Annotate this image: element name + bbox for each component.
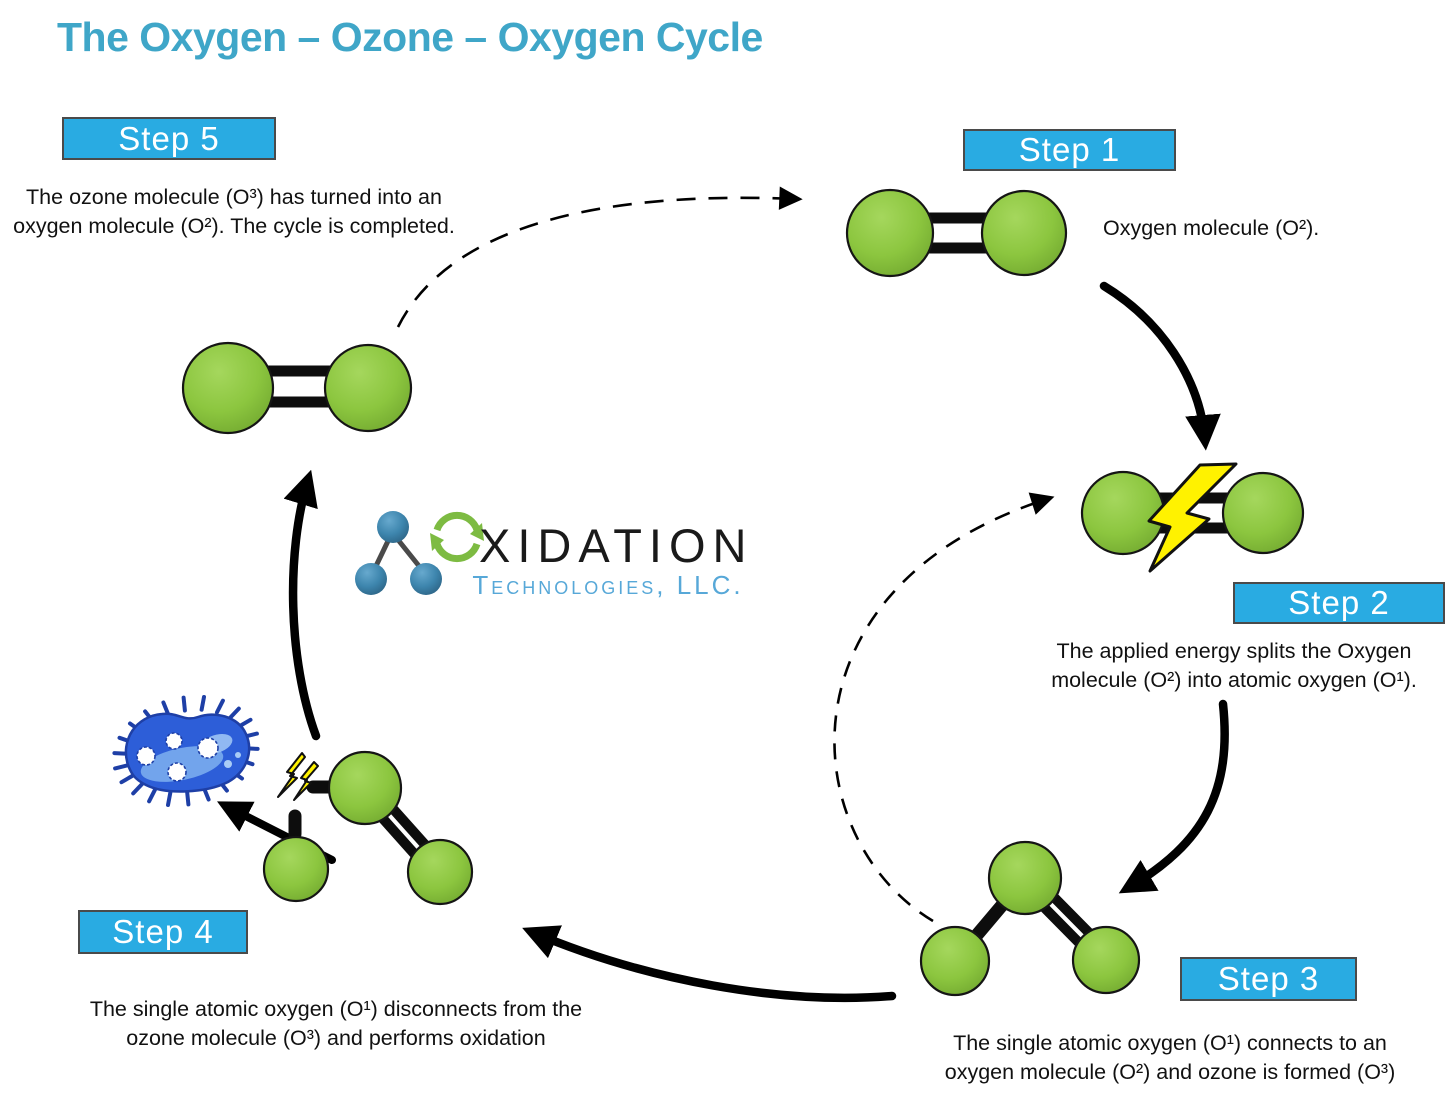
small-lightning-bolt-icon bbox=[277, 752, 319, 801]
dashed-arrow-to-step2-icon bbox=[833, 492, 1055, 923]
solid-arrow-step1-to-step2-icon bbox=[1099, 281, 1221, 451]
oxygen-molecule-step5 bbox=[181, 341, 413, 435]
ozone-molecule-step3 bbox=[919, 840, 1141, 997]
step-5-badge: Step 5 bbox=[62, 117, 276, 160]
lightning-bolt-icon bbox=[1147, 462, 1238, 573]
step-2-badge: Step 2 bbox=[1233, 582, 1445, 624]
page-title: The Oxygen – Ozone – Oxygen Cycle bbox=[57, 14, 763, 60]
step-3-description: The single atomic oxygen (O¹) connects t… bbox=[944, 1031, 1396, 1084]
solid-arrow-step3-to-step4-icon bbox=[522, 925, 897, 1003]
step-1-badge: Step 1 bbox=[963, 129, 1176, 171]
oxygen-molecule-step2 bbox=[1080, 462, 1305, 573]
logo-wordmark: XIDATION bbox=[479, 519, 754, 572]
oxidation-arrow-to-bacteria-icon bbox=[217, 801, 336, 864]
step-2-description: The applied energy splits the Oxygen mol… bbox=[1051, 639, 1417, 692]
recycle-icon bbox=[430, 511, 484, 563]
single-oxygen-atom bbox=[262, 835, 330, 903]
broken-ozone-molecule-step4 bbox=[262, 750, 474, 906]
solid-arrow-step4-to-step5-icon bbox=[283, 469, 321, 741]
solid-arrow-step2-to-step3-icon bbox=[1118, 699, 1229, 894]
step-4-description: The single atomic oxygen (O¹) disconnect… bbox=[89, 997, 583, 1050]
step-5-description: The ozone molecule (O³) has turned into … bbox=[13, 185, 455, 238]
oxygen-molecule-step1 bbox=[845, 188, 1068, 278]
step-3-badge: Step 3 bbox=[1180, 957, 1357, 1001]
step-4-badge: Step 4 bbox=[78, 910, 248, 954]
logo-subtitle: Technologies, LLC. bbox=[472, 570, 744, 600]
logo-molecule-icon bbox=[355, 511, 442, 595]
bacteria-icon bbox=[112, 695, 260, 807]
step-1-description: Oxygen molecule (O²). bbox=[1103, 216, 1320, 240]
